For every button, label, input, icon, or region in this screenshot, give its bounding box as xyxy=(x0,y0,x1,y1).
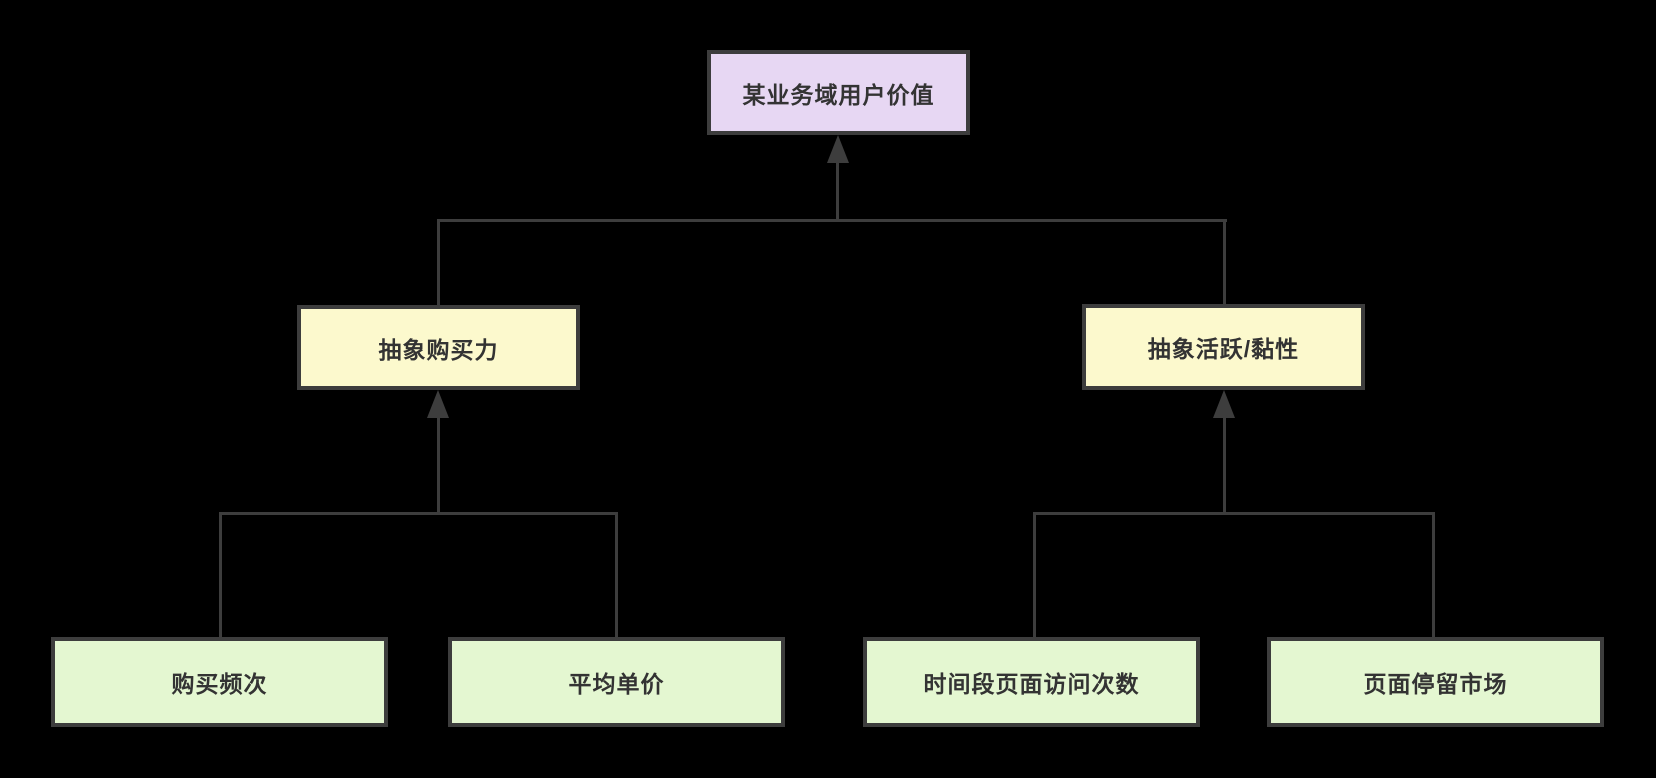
node-buying-power[interactable]: 抽象购买力 xyxy=(297,305,580,390)
node-label: 购买频次 xyxy=(171,671,268,697)
node-label: 抽象购买力 xyxy=(378,336,499,363)
connector-line xyxy=(1033,512,1036,639)
connector-line xyxy=(219,512,618,515)
connector-line xyxy=(1033,512,1435,515)
node-purchase-frequency[interactable]: 购买频次 xyxy=(51,637,388,727)
connector-line xyxy=(437,219,440,307)
node-label: 抽象活跃/黏性 xyxy=(1147,336,1300,362)
connector-line xyxy=(219,512,222,639)
arrowhead-up-icon xyxy=(827,135,849,163)
connector-line xyxy=(1223,410,1226,514)
connector-line xyxy=(437,219,1227,222)
node-label: 平均单价 xyxy=(568,671,665,697)
node-activity-stickiness[interactable]: 抽象活跃/黏性 xyxy=(1082,304,1365,390)
node-root[interactable]: 某业务域用户价值 xyxy=(707,50,970,135)
connector-line xyxy=(1432,512,1435,639)
arrowhead-up-icon xyxy=(1213,390,1235,418)
connector-line xyxy=(836,155,839,221)
connector-line xyxy=(437,410,440,514)
node-label: 时间段页面访问次数 xyxy=(923,671,1140,697)
connector-line xyxy=(1223,219,1226,306)
connector-line xyxy=(615,512,618,639)
node-label: 页面停留市场 xyxy=(1363,671,1508,697)
node-page-visit-count[interactable]: 时间段页面访问次数 xyxy=(863,637,1200,727)
node-page-dwell[interactable]: 页面停留市场 xyxy=(1267,637,1604,727)
node-label: 某业务域用户价值 xyxy=(742,81,935,108)
node-average-price[interactable]: 平均单价 xyxy=(448,637,785,727)
arrowhead-up-icon xyxy=(427,390,449,418)
